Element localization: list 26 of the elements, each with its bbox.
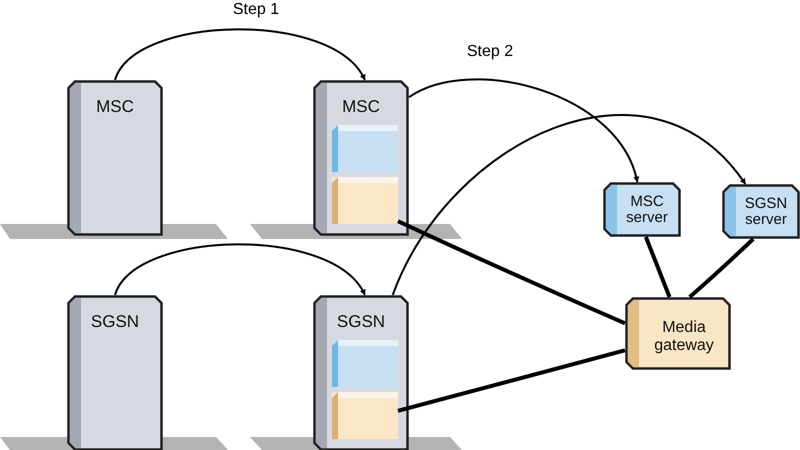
node-label: SGSN server xyxy=(744,196,788,228)
node-label: MSC xyxy=(96,96,134,118)
link-line xyxy=(688,238,755,298)
module-block xyxy=(332,392,398,439)
node-label: MSC server xyxy=(625,194,669,226)
link-line xyxy=(397,348,626,413)
curved-arrow xyxy=(408,78,639,183)
curved-arrow xyxy=(392,114,746,296)
curved-arrow xyxy=(114,243,366,296)
module-block xyxy=(332,340,398,387)
link-line xyxy=(397,219,626,326)
server-box xyxy=(722,184,800,239)
node-label: SGSN xyxy=(90,311,140,333)
gateway-box xyxy=(625,297,731,370)
server-cabinet xyxy=(67,295,163,450)
server-cabinet xyxy=(313,295,409,450)
module-block xyxy=(332,125,398,172)
node-label: SGSN xyxy=(336,311,386,333)
server-box xyxy=(603,182,681,237)
server-cabinet xyxy=(67,80,163,236)
curved-arrow xyxy=(114,28,366,81)
link-line xyxy=(644,236,672,298)
node-label: Media gateway xyxy=(653,319,715,355)
node-label: MSC xyxy=(342,96,380,118)
server-cabinet xyxy=(313,80,409,236)
module-block xyxy=(332,177,398,224)
